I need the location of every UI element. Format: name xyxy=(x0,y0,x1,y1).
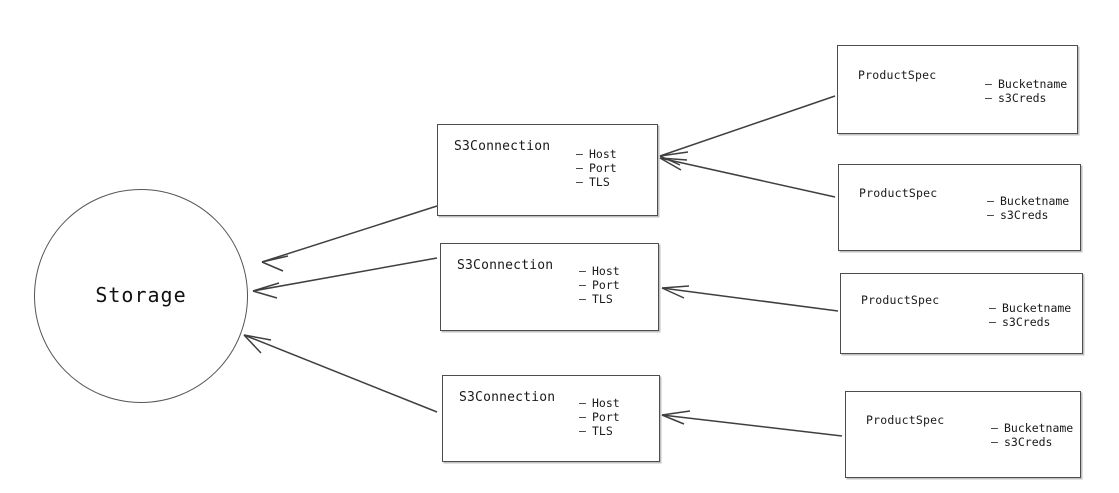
bullet-dash: – xyxy=(991,435,998,449)
attribute-row: –s3Creds xyxy=(991,435,1073,449)
attribute-row: –Port xyxy=(579,278,620,292)
attribute-label: Bucketname xyxy=(998,77,1068,91)
bullet-dash: – xyxy=(579,292,586,306)
attribute-label: TLS xyxy=(589,175,610,189)
bullet-dash: – xyxy=(991,421,998,435)
productspec-attributes-3: –Bucketname –s3Creds xyxy=(989,301,1071,329)
attribute-label: Bucketname xyxy=(1002,301,1072,315)
attribute-label: s3Creds xyxy=(998,91,1047,105)
bullet-dash: – xyxy=(985,91,992,105)
productspec-attributes-4: –Bucketname –s3Creds xyxy=(991,421,1073,449)
s3connection-box-2[interactable]: S3Connection –Host –Port –TLS xyxy=(440,243,659,331)
attribute-row: –Bucketname xyxy=(987,194,1069,208)
s3connection-attributes-3: –Host –Port –TLS xyxy=(579,396,620,438)
attribute-row: –TLS xyxy=(576,175,617,189)
attribute-label: s3Creds xyxy=(1002,315,1051,329)
edge-spec4-to-connection3 xyxy=(661,410,843,437)
attribute-row: –s3Creds xyxy=(989,315,1071,329)
s3connection-title-1: S3Connection xyxy=(454,139,551,154)
edge-spec1-to-connection1 xyxy=(659,95,836,166)
productspec-box-4[interactable]: ProductSpec –Bucketname –s3Creds xyxy=(845,391,1081,478)
bullet-dash: – xyxy=(579,424,586,438)
attribute-label: Host xyxy=(592,396,620,410)
attribute-label: Port xyxy=(589,161,617,175)
attribute-label: TLS xyxy=(592,424,613,438)
attribute-label: TLS xyxy=(592,292,613,306)
s3connection-box-3[interactable]: S3Connection –Host –Port –TLS xyxy=(442,375,660,462)
bullet-dash: – xyxy=(579,278,586,292)
bullet-dash: – xyxy=(987,208,994,222)
attribute-row: –Host xyxy=(576,147,617,161)
attribute-label: Host xyxy=(589,147,617,161)
bullet-dash: – xyxy=(576,175,583,189)
edge-spec2-to-connection1 xyxy=(659,157,836,198)
bullet-dash: – xyxy=(989,301,996,315)
productspec-title-3: ProductSpec xyxy=(861,293,940,307)
productspec-title-1: ProductSpec xyxy=(858,68,937,82)
attribute-row: –s3Creds xyxy=(985,91,1067,105)
storage-label: Storage xyxy=(95,283,187,307)
bullet-dash: – xyxy=(579,410,586,424)
attribute-label: Port xyxy=(592,410,620,424)
attribute-row: –Bucketname xyxy=(991,421,1073,435)
edge-connection1-to-storage xyxy=(261,205,438,272)
edge-connection3-to-storage xyxy=(243,334,438,413)
productspec-attributes-2: –Bucketname –s3Creds xyxy=(987,194,1069,222)
attribute-label: s3Creds xyxy=(1000,208,1049,222)
s3connection-attributes-2: –Host –Port –TLS xyxy=(579,264,620,306)
attribute-row: –TLS xyxy=(579,292,620,306)
s3connection-attributes-1: –Host –Port –TLS xyxy=(576,147,617,189)
attribute-row: –Host xyxy=(579,396,620,410)
attribute-label: Host xyxy=(592,264,620,278)
productspec-box-1[interactable]: ProductSpec –Bucketname –s3Creds xyxy=(837,45,1078,134)
attribute-label: Bucketname xyxy=(1000,194,1070,208)
storage-node[interactable]: Storage xyxy=(34,189,248,403)
productspec-title-4: ProductSpec xyxy=(866,413,945,427)
attribute-row: –s3Creds xyxy=(987,208,1069,222)
bullet-dash: – xyxy=(987,194,994,208)
attribute-label: Port xyxy=(592,278,620,292)
attribute-row: –Bucketname xyxy=(985,77,1067,91)
attribute-row: –Port xyxy=(579,410,620,424)
bullet-dash: – xyxy=(576,147,583,161)
productspec-box-2[interactable]: ProductSpec –Bucketname –s3Creds xyxy=(838,164,1081,251)
attribute-row: –Port xyxy=(576,161,617,175)
attribute-label: s3Creds xyxy=(1004,435,1053,449)
bullet-dash: – xyxy=(579,264,586,278)
productspec-title-2: ProductSpec xyxy=(859,186,938,200)
attribute-row: –TLS xyxy=(579,424,620,438)
bullet-dash: – xyxy=(985,77,992,91)
attribute-row: –Bucketname xyxy=(989,301,1071,315)
productspec-box-3[interactable]: ProductSpec –Bucketname –s3Creds xyxy=(840,273,1083,354)
attribute-label: Bucketname xyxy=(1004,421,1074,435)
attribute-row: –Host xyxy=(579,264,620,278)
bullet-dash: – xyxy=(989,315,996,329)
edge-connection2-to-storage xyxy=(252,257,438,299)
bullet-dash: – xyxy=(579,396,586,410)
edge-spec3-to-connection2 xyxy=(661,285,839,312)
productspec-attributes-1: –Bucketname –s3Creds xyxy=(985,77,1067,105)
bullet-dash: – xyxy=(576,161,583,175)
s3connection-title-2: S3Connection xyxy=(457,258,554,273)
s3connection-box-1[interactable]: S3Connection –Host –Port –TLS xyxy=(437,124,658,216)
s3connection-title-3: S3Connection xyxy=(459,390,556,405)
